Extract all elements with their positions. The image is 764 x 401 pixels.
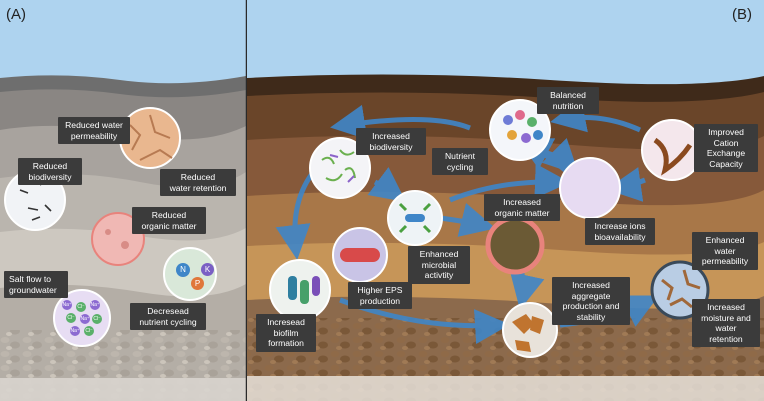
circle-aggregates	[503, 303, 557, 357]
salt-ion-group: Na⁺ Cl⁻ Na⁺ Cl⁻ Na⁺ Cl⁻ Na⁺ Cl⁻	[62, 300, 102, 336]
label-ions-bioavailability: Increase ions bioavailability	[585, 218, 655, 245]
label-biofilm-formation: Incresead biofilm formation	[256, 314, 316, 352]
circle-organic-matter-b	[488, 218, 542, 272]
label-aggregate-production: Increased aggregate production and stabi…	[552, 277, 630, 325]
label-increased-organic-matter: Increased organic matter	[484, 194, 560, 221]
nutrient-p: P	[191, 277, 204, 290]
label-enhanced-microbial-activity: Enhanced microbial activtity	[408, 246, 470, 284]
panel-b-label: (B)	[732, 6, 752, 23]
label-moisture-retention: Increased moisture and water retention	[692, 299, 760, 347]
label-decreased-nutrient-cycling: Decresead nutrient cycling	[130, 303, 206, 330]
salt-ion: Na⁺	[62, 300, 72, 310]
circle-cation-exchange	[642, 120, 702, 180]
circle-ions-bioavailability	[560, 158, 620, 218]
salt-ion: Na⁺	[70, 326, 80, 336]
circle-biofilm	[270, 260, 330, 320]
salt-ion: Na⁺	[80, 314, 90, 324]
circle-eps	[333, 228, 387, 282]
label-increased-biodiversity: Increased biodiversity	[356, 128, 426, 155]
salt-ion: Cl⁻	[84, 326, 94, 336]
salt-ion: Na⁺	[90, 300, 100, 310]
label-reduced-water-retention: Reduced water retention	[160, 169, 236, 196]
nutrient-k: K	[201, 263, 214, 276]
label-nutrient-cycling: Nutrient cycling	[432, 148, 488, 175]
label-higher-eps-production: Higher EPS production	[348, 282, 412, 309]
panel-a-label: (A)	[6, 6, 26, 23]
nutrient-n: N	[176, 263, 190, 277]
label-balanced-nutrition: Balanced nutrition	[537, 87, 599, 114]
label-reduced-water-permeability: Reduced water permeability	[58, 117, 130, 144]
label-reduced-organic-matter: Reduced organic matter	[132, 207, 206, 234]
salt-ion: Cl⁻	[66, 313, 76, 323]
salt-ion: Cl⁻	[92, 314, 102, 324]
label-salt-flow: Salt flow to groundwater	[4, 271, 68, 298]
label-enhanced-water-permeability: Enhanced water permeability	[692, 232, 758, 270]
circle-microbial-activity	[388, 191, 442, 245]
salt-ion: Cl⁻	[76, 302, 86, 312]
label-cation-exchange-capacity: Improved Cation Exchange Capacity	[694, 124, 758, 172]
label-reduced-biodiversity: Reduced biodiversity	[18, 158, 82, 185]
